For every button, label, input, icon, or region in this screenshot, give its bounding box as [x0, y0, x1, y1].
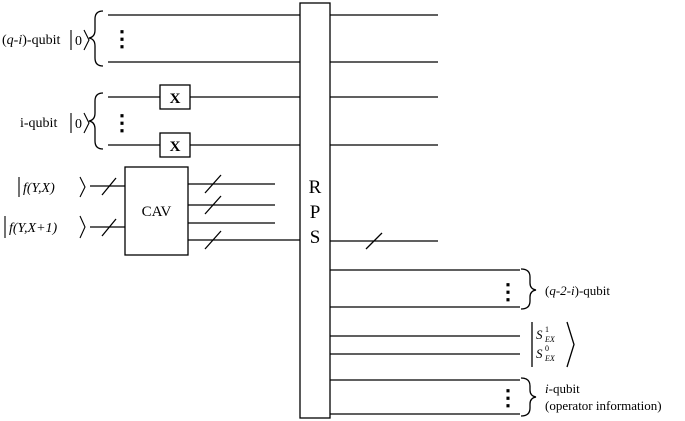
cav-label: CAV — [142, 204, 172, 220]
ket-s-right — [566, 321, 575, 368]
ellipsis-q2i: ⋮ — [497, 279, 519, 304]
brace-q2i-group — [520, 268, 537, 310]
label-i-group: i-qubit — [20, 116, 57, 131]
cav-box — [124, 166, 189, 256]
x-gate-1-label: X — [170, 91, 181, 107]
label-q2i-group: (q-2-i)-qubit — [545, 283, 610, 298]
rps-letter-s: S — [310, 227, 321, 248]
svg-text:S: S — [536, 346, 543, 361]
label-top-group: (q-i)-qubit — [2, 33, 60, 48]
svg-text:S: S — [536, 327, 543, 342]
svg-text:EX: EX — [544, 335, 556, 344]
svg-text:0: 0 — [75, 34, 82, 49]
svg-text:EX: EX — [544, 354, 556, 363]
rps-letter-r: R — [309, 177, 322, 198]
svg-text:f(Y,X): f(Y,X) — [23, 181, 55, 196]
brace-top-group — [88, 10, 104, 67]
s0-output-label: S 0 EX — [536, 344, 556, 363]
brace-i-group — [88, 92, 104, 150]
x-gate-2 — [159, 132, 191, 158]
bus-slash-out-2 — [204, 195, 222, 215]
bus-slash-rps-out — [365, 232, 383, 250]
x-gate-2-label: X — [170, 139, 181, 155]
label-operator-information: (operator information) — [545, 398, 662, 413]
svg-text:1: 1 — [545, 325, 549, 334]
rps-letter-p: P — [310, 202, 321, 223]
ket-i-group: 0 — [70, 112, 90, 134]
ellipsis-i: ⋮ — [111, 110, 133, 135]
ellipsis-top: ⋮ — [111, 26, 133, 51]
x-gate-1 — [159, 84, 191, 110]
s1-output-label: S 1 EX — [536, 325, 556, 344]
ket-f1: f(Y,X) — [18, 176, 86, 198]
brace-i-out-group — [520, 377, 537, 417]
bus-slash-f1 — [101, 177, 117, 196]
bus-slash-out-4 — [204, 230, 222, 250]
ket-f2: f(Y,X+1) — [4, 215, 86, 239]
bus-slash-out-1 — [204, 174, 222, 194]
svg-text:f(Y,X+1): f(Y,X+1) — [9, 221, 58, 236]
svg-text:0: 0 — [545, 344, 549, 353]
ellipsis-i-out: ⋮ — [497, 385, 519, 410]
svg-text:0: 0 — [75, 117, 82, 132]
bus-slash-f2 — [101, 218, 117, 237]
ket-top-group: 0 — [70, 29, 90, 51]
rps-box — [299, 2, 331, 419]
label-i-out-group: i-qubit — [545, 381, 580, 396]
